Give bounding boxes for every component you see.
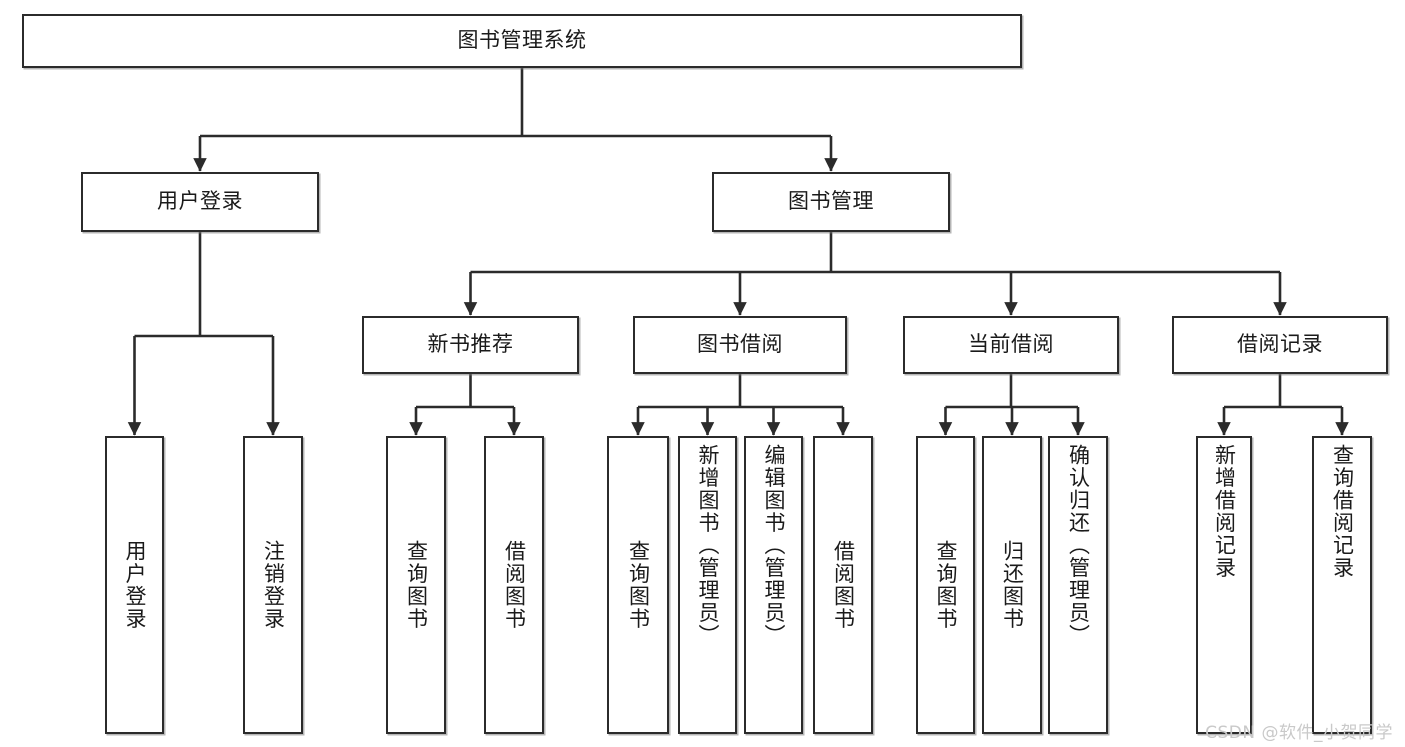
node-leaf_bb_query[interactable]: 查询图书 — [607, 436, 669, 734]
node-book_manage[interactable]: 图书管理 — [712, 172, 950, 232]
node-book_borrow[interactable]: 图书借阅 — [633, 316, 847, 374]
node-root[interactable]: 图书管理系统 — [22, 14, 1022, 68]
node-leaf_user_login[interactable]: 用户登录 — [105, 436, 164, 734]
node-label: 归还图书 — [1000, 540, 1025, 630]
node-leaf_bb_edit[interactable]: 编辑图书（管理员） — [744, 436, 803, 734]
node-leaf_nb_borrow[interactable]: 借阅图书 — [484, 436, 544, 734]
node-leaf_cb_query[interactable]: 查询图书 — [916, 436, 975, 734]
node-leaf_br_add[interactable]: 新增借阅记录 — [1196, 436, 1252, 734]
node-label: 查询图书 — [934, 540, 958, 630]
node-label: 当前借阅 — [968, 332, 1054, 357]
node-leaf_cb_confirm[interactable]: 确认归还（管理员） — [1048, 436, 1108, 734]
node-current_borrow[interactable]: 当前借阅 — [903, 316, 1119, 374]
node-user_login[interactable]: 用户登录 — [81, 172, 319, 232]
node-label: 新增借阅记录 — [1212, 444, 1237, 579]
node-label: 图书借阅 — [697, 332, 783, 357]
node-leaf_nb_query[interactable]: 查询图书 — [386, 436, 446, 734]
node-label: 图书管理 — [788, 189, 874, 214]
node-leaf_bb_add[interactable]: 新增图书（管理员） — [678, 436, 737, 734]
node-label: 图书管理系统 — [457, 28, 587, 53]
node-label: 借阅记录 — [1237, 332, 1323, 357]
node-label: 新增图书（管理员） — [696, 444, 720, 647]
node-label: 借阅图书 — [502, 540, 527, 630]
node-borrow_record[interactable]: 借阅记录 — [1172, 316, 1388, 374]
node-label: 确认归还（管理员） — [1066, 444, 1091, 647]
node-leaf_bb_borrow[interactable]: 借阅图书 — [813, 436, 873, 734]
node-leaf_logout[interactable]: 注销登录 — [243, 436, 303, 734]
node-label: 注销登录 — [261, 540, 286, 630]
node-label: 查询图书 — [404, 540, 429, 630]
node-label: 新书推荐 — [427, 332, 514, 357]
node-label: 查询图书 — [626, 540, 651, 630]
node-label: 查询借阅记录 — [1330, 444, 1355, 579]
node-label: 借阅图书 — [831, 540, 856, 630]
node-leaf_cb_return[interactable]: 归还图书 — [982, 436, 1042, 734]
node-new_book_rec[interactable]: 新书推荐 — [362, 316, 579, 374]
node-leaf_br_query[interactable]: 查询借阅记录 — [1312, 436, 1372, 734]
node-label: 用户登录 — [123, 540, 147, 630]
node-label: 用户登录 — [157, 189, 243, 214]
node-label: 编辑图书（管理员） — [762, 444, 786, 647]
